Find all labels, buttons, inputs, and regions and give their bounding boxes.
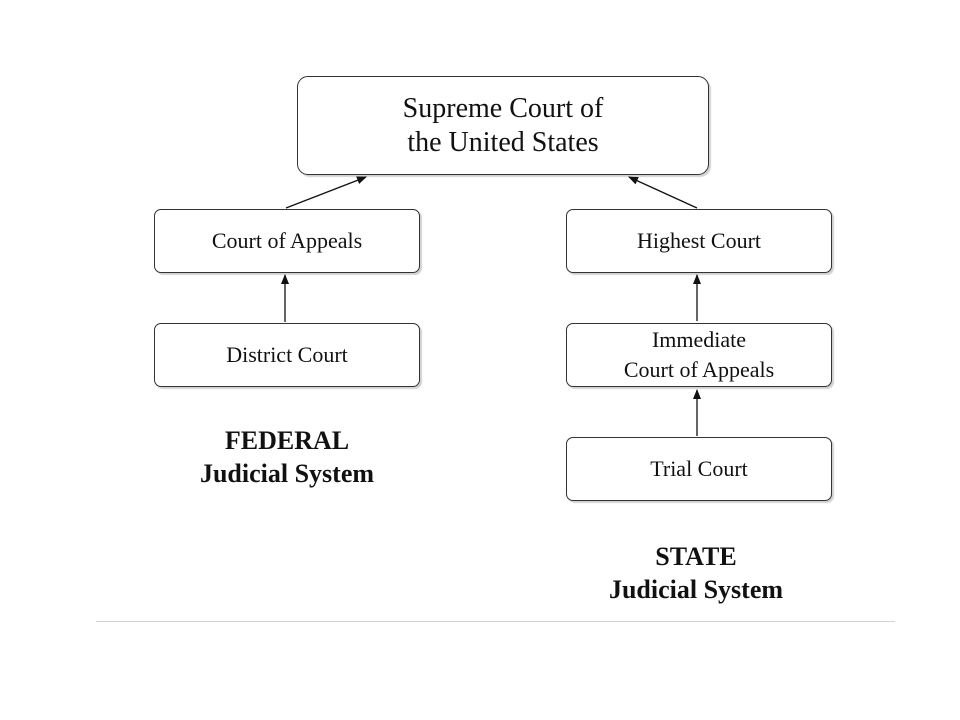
federal-system-label-line2: Judicial System bbox=[199, 459, 375, 488]
supreme-court-box: Supreme Court of the United States bbox=[297, 76, 709, 175]
district-court-box: District Court bbox=[154, 323, 420, 387]
trial-court-label: Trial Court bbox=[650, 456, 748, 481]
bottom-divider bbox=[96, 621, 895, 622]
supreme-court-line1: Supreme Court of bbox=[402, 92, 604, 124]
federal-court-of-appeals-label: Court of Appeals bbox=[211, 228, 363, 253]
federal-court-of-appeals-box: Court of Appeals bbox=[154, 209, 420, 273]
state-system-label-line1: STATE bbox=[655, 542, 737, 571]
immediate-court-of-appeals-box: Immediate Court of Appeals bbox=[566, 323, 832, 387]
state-system-label: STATE Judicial System bbox=[543, 540, 849, 606]
immediate-court-line2: Court of Appeals bbox=[623, 357, 775, 382]
federal-system-label: FEDERAL Judicial System bbox=[134, 424, 440, 490]
highest-court-label: Highest Court bbox=[636, 228, 762, 253]
immediate-court-line1: Immediate bbox=[651, 327, 747, 352]
arrow-fed-appeals-to-supreme bbox=[285, 176, 367, 209]
arrow-highest-to-supreme bbox=[628, 176, 698, 209]
state-system-label-line2: Judicial System bbox=[608, 575, 784, 604]
supreme-court-line2: the United States bbox=[407, 126, 599, 158]
trial-court-box: Trial Court bbox=[566, 437, 832, 501]
district-court-label: District Court bbox=[226, 342, 348, 367]
highest-court-box: Highest Court bbox=[566, 209, 832, 273]
federal-system-label-line1: FEDERAL bbox=[224, 426, 350, 455]
